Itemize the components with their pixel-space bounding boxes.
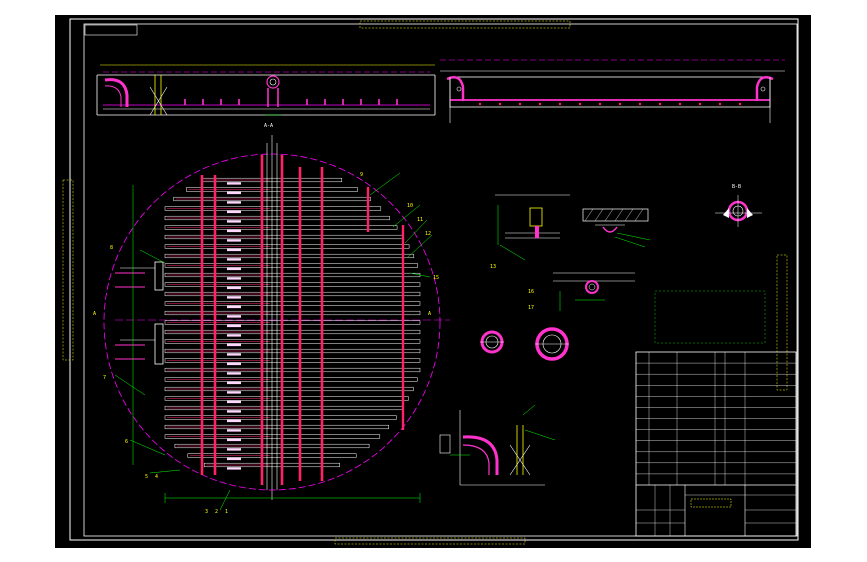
tube-dimension-mark	[227, 267, 241, 271]
round-detail-1	[480, 330, 504, 354]
tube-dimension-mark	[227, 391, 241, 394]
part-number-label: 15	[433, 275, 439, 281]
part-number-label: 1	[225, 509, 228, 515]
part-number-label: 3	[205, 509, 208, 515]
technical-notes-block	[654, 254, 788, 391]
tube-dimension-mark	[227, 191, 241, 195]
tube-dimension-mark	[227, 381, 241, 385]
tube-dimension-mark	[227, 438, 241, 442]
tube-dimension-mark	[227, 467, 241, 470]
detail-view-middle	[553, 272, 635, 311]
tube-dimension-mark	[227, 429, 241, 432]
view-marker-a: A	[428, 311, 431, 317]
tube-dimension-mark	[227, 305, 241, 309]
tube-dimension-mark	[227, 220, 241, 223]
tube-row	[186, 187, 358, 192]
view-marker-a: A	[93, 311, 96, 317]
tube-dimension-mark	[227, 239, 241, 242]
tube-dimension-mark	[227, 343, 241, 347]
part-number-label: 10	[407, 203, 413, 209]
detail-view-upper-left	[495, 194, 570, 261]
tube-row	[164, 310, 421, 316]
tube-row	[164, 377, 418, 382]
tube-dimension-mark	[227, 258, 241, 261]
tube-dimension-mark	[227, 210, 241, 214]
tube-row	[164, 263, 418, 268]
tube-row	[164, 396, 409, 401]
drawing-number-box	[84, 24, 138, 36]
support-detail-lower	[509, 404, 556, 476]
detail-view-bb	[715, 195, 762, 227]
bottom-notes	[334, 537, 526, 545]
tube-dimension-mark	[227, 229, 241, 233]
tube-dimension-mark	[227, 201, 241, 204]
tube-dimension-mark	[227, 315, 241, 318]
part-number-label: 6	[125, 439, 128, 445]
part-number-label: 5	[145, 474, 148, 480]
tube-row	[164, 253, 415, 259]
tube-dimension-mark	[227, 277, 241, 280]
tube-dimension-mark	[227, 400, 241, 404]
tube-dimension-mark	[227, 296, 241, 299]
outer-border	[69, 18, 799, 541]
drawing-sheet[interactable]: A-A	[55, 15, 811, 548]
tube-row	[203, 462, 340, 468]
tube-row	[164, 206, 382, 211]
elbow-detail-lower	[439, 410, 545, 486]
tube-row	[164, 329, 421, 335]
detail-view-upper-middle	[582, 208, 651, 248]
tube-dimension-mark	[227, 334, 241, 337]
tube-dimension-mark	[227, 353, 241, 356]
inner-border	[83, 23, 798, 537]
part-number-label: 7	[103, 375, 106, 381]
tube-row	[174, 443, 370, 449]
plan-view	[103, 135, 450, 511]
engineering-drawing: A-A	[62, 18, 799, 545]
tube-dimension-mark	[227, 182, 241, 185]
part-number-label: 12	[425, 231, 431, 237]
tube-row	[164, 348, 421, 354]
tube-row	[164, 367, 421, 373]
tube-row	[164, 386, 414, 392]
part-number-label: 2	[215, 509, 218, 515]
title-block	[635, 351, 797, 537]
part-number-label: 16	[528, 289, 534, 295]
section-label-aa: A-A	[264, 123, 273, 129]
section-label-bb: B-B	[732, 184, 741, 190]
part-number-label: 17	[528, 305, 534, 311]
tube-dimension-mark	[227, 410, 241, 413]
tube-dimension-mark	[227, 372, 241, 375]
tube-dimension-mark	[227, 457, 241, 461]
tube-row	[164, 244, 410, 249]
tube-dimension-mark	[227, 324, 241, 328]
tube-row	[164, 358, 421, 363]
tube-dimension-mark	[227, 286, 241, 290]
tube-dimension-mark	[227, 248, 241, 252]
tube-row	[164, 434, 381, 439]
tube-row	[164, 282, 421, 287]
left-vertical-notes	[62, 179, 74, 361]
part-number-label: 13	[490, 264, 496, 270]
part-number-label: 4	[155, 474, 158, 480]
part-number-label: 11	[417, 217, 423, 223]
tube-row	[187, 453, 357, 458]
part-number-label: 9	[360, 172, 363, 178]
tube-dimension-mark	[227, 419, 241, 423]
top-notes	[359, 20, 571, 29]
tube-row	[164, 301, 421, 306]
tube-row	[173, 196, 371, 202]
round-detail-2	[535, 327, 569, 361]
tube-row	[164, 339, 421, 344]
tube-row	[164, 291, 421, 297]
elevation-view-left	[96, 64, 436, 116]
tube-row	[164, 320, 421, 325]
elevation-view-right	[440, 59, 785, 123]
part-number-label: 8	[110, 245, 113, 251]
tube-dimension-mark	[227, 362, 241, 366]
tube-dimension-mark	[227, 448, 241, 451]
